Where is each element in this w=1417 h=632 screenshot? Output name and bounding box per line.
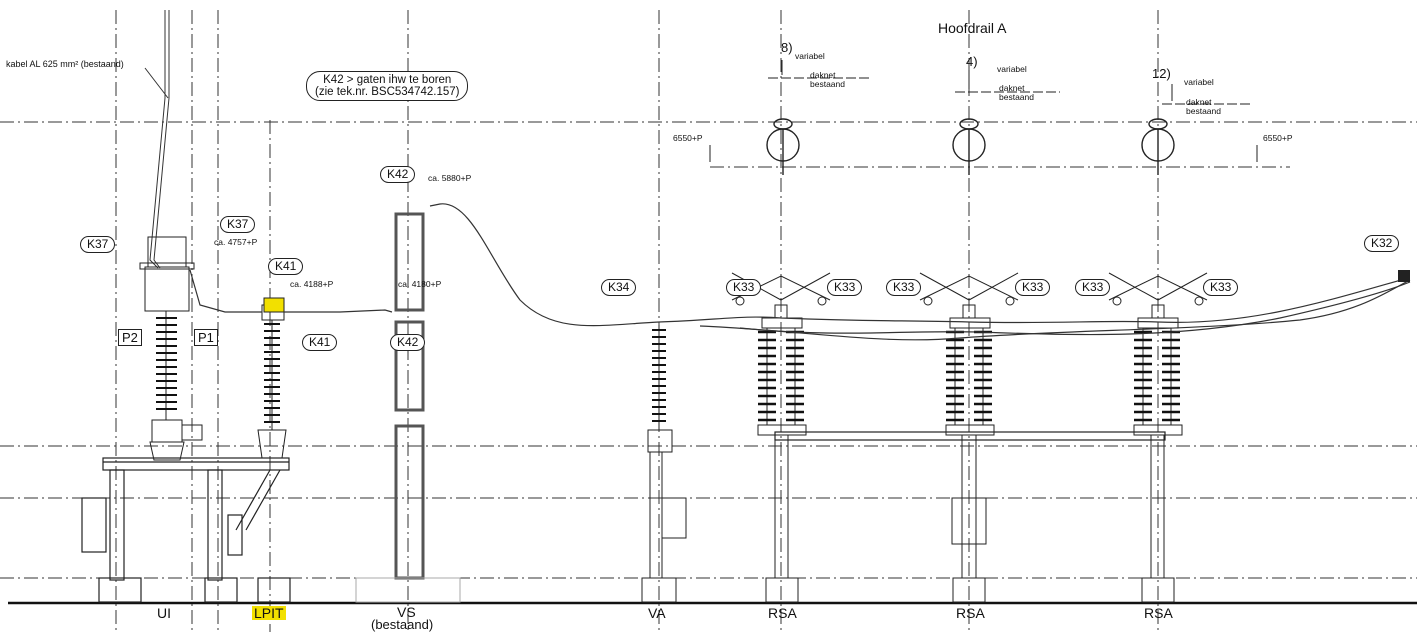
tag-k33-3a: K33 — [1075, 279, 1111, 296]
existing-cable — [144, 10, 170, 269]
note-8-daknet: daknet — [810, 70, 836, 80]
bottom-label-rsa-1: RSA — [768, 605, 797, 621]
tag-k33-2b: K33 — [1015, 279, 1051, 296]
tag-k33-2a: K33 — [886, 279, 922, 296]
tag-k42-bottom: K42 — [390, 334, 426, 351]
note-12: 12) — [1152, 66, 1171, 81]
bottom-label-rsa-2: RSA — [956, 605, 985, 621]
bottom-label-va: VA — [648, 605, 666, 621]
tag-k42-top: K42 — [380, 166, 416, 183]
note-8-variabel: variabel — [795, 51, 825, 61]
note-4-daknet: daknet — [999, 83, 1025, 93]
vs-foundation — [355, 577, 461, 603]
vs-column — [394, 212, 425, 580]
tag-k41-top: K41 — [268, 258, 304, 275]
tag-k37-left: K37 — [80, 236, 116, 253]
note-12-bestaand: bestaand — [1186, 106, 1221, 116]
bottom-label-ui: UI — [157, 605, 171, 621]
bottom-label-rsa-3: RSA — [1144, 605, 1173, 621]
callout-line-1: K42 > gaten ihw te boren — [323, 74, 452, 86]
tag-k37-right: K37 — [220, 216, 256, 233]
note-4-bestaand: bestaand — [999, 92, 1034, 102]
tag-k32: K32 — [1364, 235, 1400, 252]
level-left: 6550+P — [673, 133, 703, 143]
height-markers — [709, 60, 1258, 162]
page-title: Hoofdrail A — [938, 20, 1007, 36]
tag-k34: K34 — [601, 279, 637, 296]
note-12-daknet: daknet — [1186, 97, 1212, 107]
bottom-label-lpit: LPIT — [252, 605, 286, 621]
lpit-equipment — [257, 304, 287, 459]
ui-lpit-frame — [81, 457, 291, 603]
conductor — [189, 203, 1411, 341]
tag-k33-1a: K33 — [726, 279, 762, 296]
bottom-label-vs-sub: (bestaand) — [371, 617, 434, 632]
rsa-unit-2 — [919, 272, 1019, 603]
height-k41: ca. 4188+P — [290, 279, 334, 289]
height-k42-high: ca. 5880+P — [428, 173, 472, 183]
note-8: 8) — [781, 40, 793, 55]
level-right: 6550+P — [1263, 133, 1293, 143]
height-k42-low: ca. 4180+P — [398, 279, 442, 289]
phase-label-p2: P2 — [118, 329, 142, 346]
busbar-rings — [766, 118, 1175, 175]
tag-k33-1b: K33 — [827, 279, 863, 296]
k42-drill-callout: K42 > gaten ihw te boren (zie tek.nr. BS… — [306, 71, 469, 101]
callout-line-2: (zie tek.nr. BSC534742.157) — [315, 86, 460, 98]
note-8-bestaand: bestaand — [810, 79, 845, 89]
rsa-unit-3 — [1108, 272, 1208, 603]
note-12-variabel: variabel — [1184, 77, 1214, 87]
phase-label-p1: P1 — [194, 329, 218, 346]
rsa-crossbeam — [774, 431, 1166, 441]
note-4: 4) — [966, 54, 978, 69]
reference-grid — [0, 10, 1417, 632]
k32-terminal — [1398, 270, 1410, 282]
lpit-highlight-block — [263, 297, 285, 313]
tag-k33-3b: K33 — [1203, 279, 1239, 296]
tag-k41-bottom: K41 — [302, 334, 338, 351]
va-equipment — [641, 325, 687, 603]
existing-cable-note: kabel AL 625 mm² (bestaand) — [6, 59, 124, 69]
height-k37: ca. 4757+P — [214, 237, 258, 247]
note-4-variabel: variabel — [997, 64, 1027, 74]
ui-equipment — [139, 236, 203, 461]
bottom-label-vs: VS — [397, 604, 416, 620]
